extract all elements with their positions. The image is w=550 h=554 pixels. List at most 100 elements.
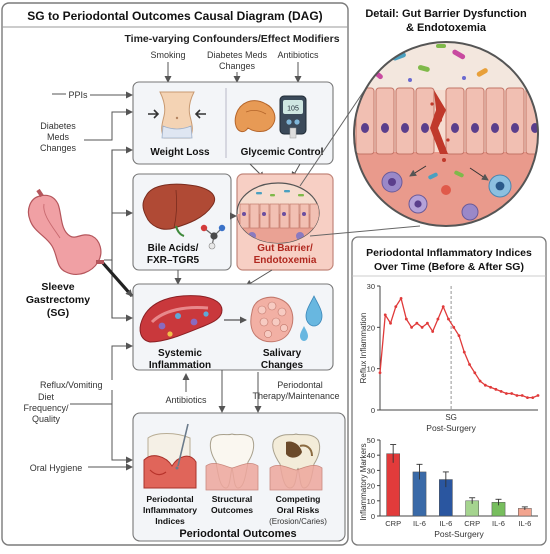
bar-chart-ytick-label: 30: [367, 466, 375, 475]
outcome-oral-risks: Oral Risks: [277, 505, 320, 515]
arrow-sg-main: [100, 260, 134, 298]
outcome-structural-2: Outcomes: [211, 505, 253, 515]
line-chart-point: [531, 396, 535, 399]
chart-panel-title-2: Over Time (Before & After SG): [374, 261, 524, 273]
line-chart-point: [383, 313, 387, 317]
label-meds-left: Meds: [47, 132, 70, 142]
label-diet: Diet: [38, 392, 55, 402]
outcome-inflammatory: Inflammatory: [143, 505, 197, 515]
arrow-sg-systemic: [111, 260, 133, 322]
liver-icon: [142, 183, 216, 237]
label-reflux: Reflux/Vomiting: [40, 380, 103, 390]
line-chart-point: [399, 297, 403, 300]
line-chart-point: [378, 371, 382, 375]
line-chart-point: [447, 317, 450, 321]
saliva-drop-icon: [300, 295, 323, 341]
node-salivary: Salivary: [263, 348, 302, 359]
line-chart-point: [457, 334, 461, 337]
line-chart-point: [420, 325, 424, 329]
label-diabetes-left: Diabetes: [40, 121, 76, 131]
bar-chart-ytick-label: 50: [367, 436, 375, 445]
arrow-reflux: [111, 342, 133, 380]
pancreas-icon: [234, 100, 276, 133]
decayed-tooth-icon: [269, 433, 323, 491]
blood-vessel-icon: [139, 295, 223, 343]
chart-panel-title-1: Periodontal Inflammatory Indices: [366, 247, 532, 259]
line-chart-point: [473, 371, 477, 375]
line-chart-point: [489, 385, 492, 389]
line-chart-point: [536, 394, 540, 397]
node-systemic: Systemic: [158, 348, 202, 359]
stomach-icon: [27, 188, 104, 275]
line-chart-point: [515, 394, 519, 397]
callout-line-top: [299, 81, 371, 187]
arrow-gut-systemic: [245, 269, 273, 287]
line-chart-point: [483, 383, 487, 387]
line-chart-point: [520, 394, 524, 397]
line-chart-point: [394, 305, 398, 309]
line-chart-point: [452, 325, 456, 329]
salivary-gland-icon: [250, 296, 294, 343]
label-smoking: Smoking: [150, 50, 185, 60]
outcome-structural: Structural: [212, 494, 253, 504]
line-chart-ytick-label: 0: [371, 406, 375, 415]
node-gut-barrier: Gut Barrier/: [257, 243, 313, 254]
label-antibiotics-top: Antibiotics: [277, 50, 319, 60]
bar-chart-bar: [386, 453, 401, 517]
label-diabetes-meds: Diabetes Meds: [207, 50, 268, 60]
label-therapy-maintenance: Therapy/Maintenance: [252, 391, 339, 401]
chart-panel: [351, 236, 547, 546]
outcome-indices: Indices: [155, 516, 185, 526]
node-endotoxemia: Endotoxemia: [254, 255, 317, 266]
label-antibiotics-mid: Antibiotics: [165, 395, 207, 405]
label-diabetes-changes: Changes: [219, 61, 256, 71]
outcome-erosion-caries: (Erosion/Caries): [269, 517, 327, 526]
line-chart-x-label: Post-Surgery: [426, 423, 476, 433]
node-weight-loss: Weight Loss: [150, 147, 210, 158]
molecule-icon: [200, 224, 226, 250]
main-title: SG to Periodontal Outcomes Causal Diagra…: [27, 9, 322, 23]
detail-circle-border: [353, 41, 539, 227]
outcome-competing: Competing: [276, 494, 321, 504]
label-periodontal-therapy: Periodontal: [277, 380, 323, 390]
line-chart-point: [441, 305, 445, 309]
outcomes-footer: Periodontal Outcomes: [179, 528, 296, 540]
bar-chart-category-label: IL-6: [492, 519, 505, 528]
inflamed-gum-icon: [143, 423, 197, 489]
line-chart-point: [404, 317, 408, 321]
torso-icon: [148, 91, 206, 139]
label-changes-left: Changes: [40, 143, 77, 153]
line-chart-point: [526, 396, 529, 399]
bar-chart-category-label: IL-6: [518, 519, 531, 528]
label-oral-hygiene: Oral Hygiene: [30, 463, 83, 473]
line-chart-point: [462, 350, 466, 354]
line-chart-point: [499, 390, 503, 393]
node-glycemic-control: Glycemic Control: [241, 147, 324, 158]
line-chart-point: [468, 363, 471, 366]
bar-chart-category-label: IL-6: [413, 519, 426, 528]
callout-line-bottom: [309, 225, 421, 237]
bar-chart-category-label: CRP: [464, 519, 480, 528]
bar-chart-x-label: Post-Surgery: [434, 529, 484, 539]
label-quality: Quality: [32, 414, 61, 424]
line-chart-point: [436, 317, 440, 321]
line-chart-y-label: Reflux Inflammation: [359, 313, 368, 384]
glucose-meter-icon: 105: [279, 95, 307, 139]
node-inflammation: Inflammation: [149, 360, 211, 371]
line-chart-point: [410, 325, 413, 329]
bar-chart-ytick-label: 10: [367, 497, 375, 506]
label-frequency: Frequency/: [23, 403, 69, 413]
detail-title-2: & Endotoxemia: [406, 22, 487, 34]
node-fxr-tgr5: FXR–TGR5: [147, 255, 200, 266]
bar-chart-y-label: Inflammatory Markers: [359, 443, 368, 520]
node-sg: (SG): [47, 307, 69, 319]
arrow-sg-weight: [104, 146, 133, 261]
line-chart-point: [426, 321, 429, 325]
bar-chart-ytick-label: 0: [371, 512, 375, 521]
line-chart-point: [505, 392, 508, 395]
node-salivary-changes: Changes: [261, 360, 304, 371]
